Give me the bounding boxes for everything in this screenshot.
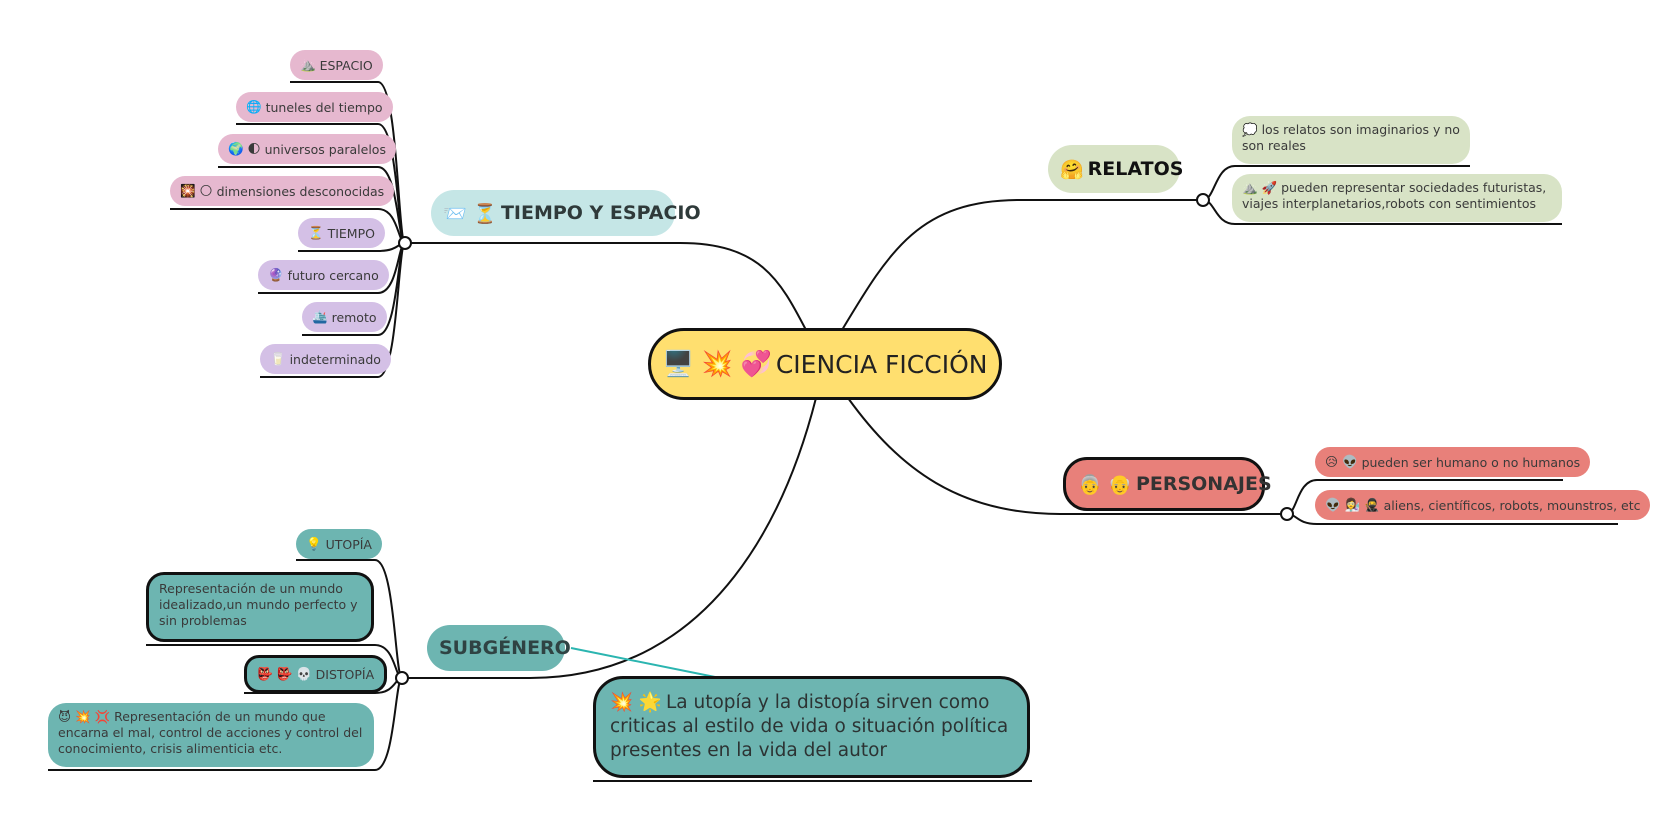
hourglass-icon: ⏳	[308, 225, 324, 240]
topic-relatos-label: RELATOS	[1087, 158, 1184, 180]
alien-icon: 😥 👽	[1325, 454, 1358, 469]
glass-icon: 🥛	[270, 351, 286, 366]
elderly-people-icon: 👵 👴	[1078, 473, 1132, 496]
personajes-child-humanos[interactable]: 😥 👽 pueden ser humano o no humanos	[1315, 447, 1591, 477]
relatos-child-sociedades[interactable]: ⛰️ 🚀pueden representar sociedades futuri…	[1232, 174, 1562, 222]
lightbulb-icon: 💡	[306, 536, 322, 551]
rocket-icon: ⛰️ 🚀	[1242, 180, 1278, 195]
tiempo-child-indeterminado[interactable]: 🥛 indeterminado	[260, 344, 391, 374]
personajes-child-aliens[interactable]: 👽 👩‍🔬 🥷 aliens, científicos, robots, mou…	[1315, 490, 1651, 520]
central-topic-label: CIENCIA FICCIÓN	[775, 349, 988, 379]
topic-tiempo-y-espacio-label: TIEMPO Y ESPACIO	[500, 202, 701, 224]
tiempo-child-tuneles[interactable]: 🌐 tuneles del tiempo	[236, 92, 393, 122]
relatos-child-imaginarios[interactable]: 💭los relatos son imaginarios y no son re…	[1232, 116, 1470, 164]
hug-icon: 🤗	[1060, 158, 1084, 181]
tiempo-child-remoto[interactable]: 🛳️ remoto	[302, 302, 387, 332]
central-topic[interactable]: 🖥️ 💥 💞 CIENCIA FICCIÓN	[648, 328, 1002, 400]
crystal-ball-icon: 🔮	[268, 267, 284, 282]
tiempo-child-espacio[interactable]: ⛰️ ESPACIO	[290, 50, 383, 80]
relatos-child-sociedades-text: ⛰️ 🚀pueden representar sociedades futuri…	[1242, 180, 1547, 211]
subgenero-child-distopia-desc[interactable]: 😈 💥 💢Representación de un mundo que enca…	[48, 703, 374, 767]
topic-personajes[interactable]: 👵 👴 PERSONAJES	[1063, 457, 1272, 511]
subgenero-child-distopia-desc-text: 😈 💥 💢Representación de un mundo que enca…	[58, 709, 363, 756]
subgenero-child-distopia[interactable]: 👺 👺 💀 DISTOPÍA	[244, 655, 388, 693]
ogre-skull-icon: 👺 👺 💀	[257, 666, 312, 681]
hourglass-icon: 📨 ⏳	[443, 202, 497, 225]
tiempo-child-universos[interactable]: 🌍 🌓 universos paralelos	[218, 134, 396, 164]
ship-icon: 🛳️	[312, 309, 328, 324]
mountain-icon: ⛰️	[300, 57, 316, 72]
tiempo-child-tiempo[interactable]: ⏳ TIEMPO	[298, 218, 385, 248]
topic-subgenero-label: SUBGÉNERO	[439, 637, 571, 659]
subgenero-child-utopia[interactable]: 💡 UTOPÍA	[296, 529, 382, 559]
subgenero-child-utopia-desc[interactable]: Representación de un mundo idealizado,un…	[146, 572, 374, 642]
topic-tiempo-y-espacio[interactable]: 📨 ⏳ TIEMPO Y ESPACIO	[431, 190, 701, 236]
thought-bubble-icon: 💭	[1242, 122, 1258, 137]
central-topic-icons: 🖥️ 💥 💞	[662, 349, 772, 378]
globe-grid-icon: 🌐	[246, 99, 262, 114]
star-icon: 💥 🌟	[610, 692, 662, 713]
topic-subgenero[interactable]: SUBGÉNERO	[427, 625, 571, 671]
relatos-child-imaginarios-text: 💭los relatos son imaginarios y no son re…	[1242, 122, 1460, 153]
subgenero-callout-text: 💥 🌟La utopía y la distopía sirven como c…	[610, 692, 1009, 761]
devil-icon: 😈 💥 💢	[58, 709, 111, 724]
scientist-icon: 👽 👩‍🔬 🥷	[1325, 497, 1380, 512]
subgenero-callout[interactable]: 💥 🌟La utopía y la distopía sirven como c…	[593, 676, 1030, 778]
topic-relatos[interactable]: 🤗 RELATOS	[1048, 145, 1183, 193]
topic-personajes-label: PERSONAJES	[1135, 473, 1272, 495]
firework-icon: 🎇 🌕	[180, 183, 213, 198]
tiempo-child-dimensiones[interactable]: 🎇 🌕 dimensiones desconocidas	[170, 176, 395, 206]
earth-moon-icon: 🌍 🌓	[228, 141, 261, 156]
tiempo-child-futuro-cercano[interactable]: 🔮 futuro cercano	[258, 260, 389, 290]
